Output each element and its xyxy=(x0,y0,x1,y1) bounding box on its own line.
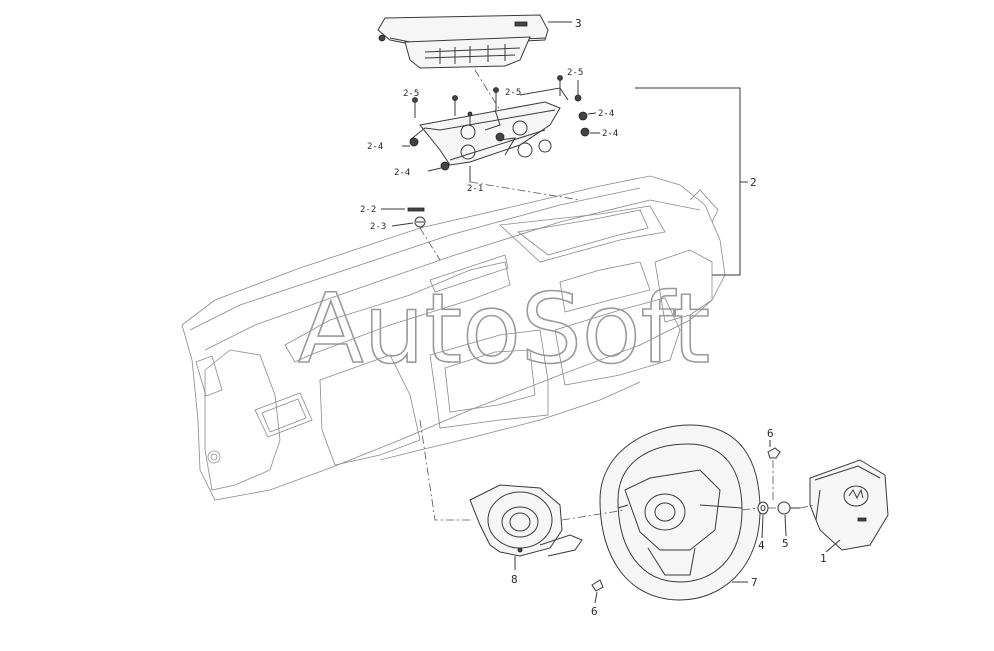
steering-wheel xyxy=(599,424,761,601)
bolts-2-5 xyxy=(412,75,582,126)
callout-2-4-lower-right: 2-4 xyxy=(602,129,618,139)
airbag-bracket xyxy=(409,87,569,182)
callout-2-4-bottom: 2-4 xyxy=(394,168,410,178)
callout-3: 3 xyxy=(575,17,582,30)
group-bracket-2 xyxy=(635,87,741,276)
clip-and-screw xyxy=(407,207,426,228)
callout-2-5-right: 2-5 xyxy=(567,68,583,78)
callout-7: 7 xyxy=(751,576,758,589)
fasteners-4-5-6 xyxy=(591,447,800,592)
callout-8: 8 xyxy=(511,573,518,586)
instrument-panel xyxy=(181,175,726,501)
callout-2-5-left: 2-5 xyxy=(403,89,419,99)
callout-5: 5 xyxy=(782,537,789,550)
passenger-airbag-module xyxy=(377,14,572,69)
callout-4: 4 xyxy=(758,539,765,552)
callout-2-4-left: 2-4 xyxy=(367,142,383,152)
callout-2-4-upper-right: 2-4 xyxy=(598,109,614,119)
callout-labels: 3 2 2-5 2-5 2-5 2-4 2-4 2-4 2-4 2-1 2-2 … xyxy=(360,17,827,618)
callout-2-1: 2-1 xyxy=(467,184,483,194)
leader-lines xyxy=(381,112,841,604)
callout-2-3: 2-3 xyxy=(370,222,386,232)
callout-1: 1 xyxy=(820,552,827,565)
watermark: AutoSoft xyxy=(298,273,710,385)
callout-6-bottom: 6 xyxy=(591,605,598,618)
callout-2-2: 2-2 xyxy=(360,205,376,215)
callout-2: 2 xyxy=(750,176,757,189)
nuts-2-4 xyxy=(409,111,590,171)
clock-spring xyxy=(469,484,583,570)
callout-6-top: 6 xyxy=(767,427,774,440)
driver-airbag xyxy=(809,459,889,551)
assembly-lines xyxy=(419,69,816,521)
callout-2-5-mid: 2-5 xyxy=(505,88,521,98)
